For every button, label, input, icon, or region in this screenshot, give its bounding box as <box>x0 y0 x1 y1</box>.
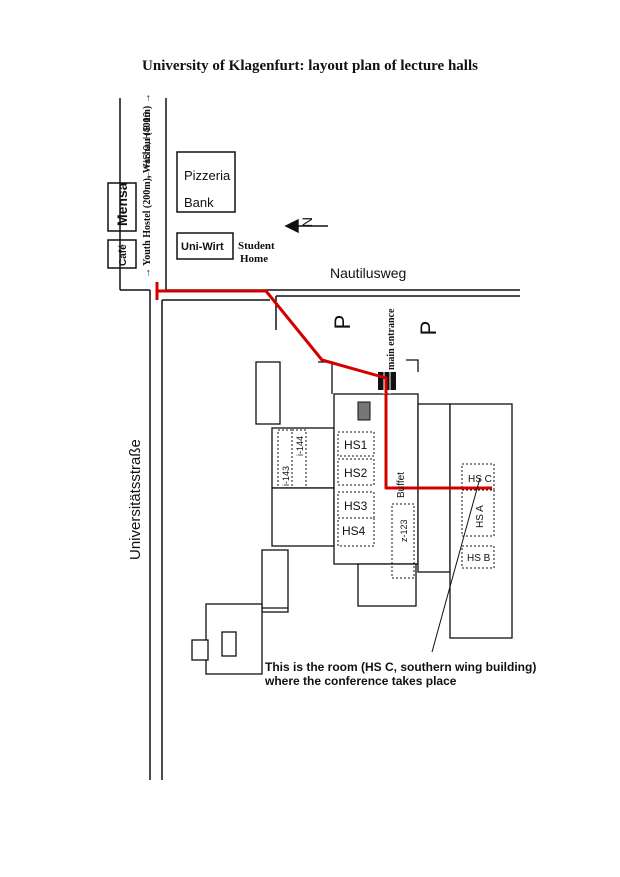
cafe-label: Café <box>118 244 129 266</box>
room-hs4 <box>337 517 375 547</box>
hs1-label: HS1 <box>344 438 368 452</box>
city-buildings <box>107 151 236 269</box>
central-building <box>333 393 419 565</box>
campus-buildings <box>191 361 513 675</box>
stairs-block <box>357 401 371 421</box>
building <box>357 563 417 607</box>
outline <box>406 359 419 372</box>
hsc-label: HS C <box>468 474 492 485</box>
room-hsb <box>461 545 495 569</box>
pointer-line <box>431 477 481 653</box>
z123-label: z-123 <box>399 519 409 542</box>
youth-hostel-label: → Youth Hostel (200m), Wachau (400m) → <box>142 93 153 278</box>
mensa-building <box>107 182 137 232</box>
building-annex <box>221 631 237 657</box>
hs3-label: HS3 <box>344 499 368 513</box>
i143-label: i-143 <box>281 466 291 486</box>
pizzeria-bank-building <box>176 151 236 213</box>
building-annex <box>191 639 209 661</box>
main-entrance-label: main entrance <box>386 308 397 370</box>
universitaetsstrasse-label: Universitätsstraße <box>127 439 144 560</box>
hsb-label: HS B <box>467 553 491 564</box>
note-line-1: This is the room (HS C, southern wing bu… <box>265 660 537 674</box>
southern-wing-building <box>449 403 513 639</box>
parking-label: P <box>330 315 355 330</box>
map-title: University of Klagenfurt: layout plan of… <box>142 58 478 74</box>
route-line <box>157 289 492 490</box>
note-line-2: where the conference takes place <box>265 674 457 688</box>
cafe-building <box>107 239 137 269</box>
i144-label: i-144 <box>295 436 305 456</box>
outline <box>318 361 333 394</box>
hsa-label: HS A <box>475 505 486 528</box>
home-label: Home <box>240 253 268 265</box>
building <box>255 361 281 425</box>
streets <box>119 98 520 780</box>
building <box>261 549 289 613</box>
pizzeria-label: Pizzeria <box>184 168 231 183</box>
bank-label: Bank <box>184 195 214 210</box>
hs2-label: HS2 <box>344 466 368 480</box>
north-arrow-icon <box>284 218 328 234</box>
hs4-label: HS4 <box>342 524 366 538</box>
buffet-label: Buffet <box>396 472 407 498</box>
nautilusweg-label: Nautilusweg <box>330 265 406 281</box>
parking-label: P <box>416 321 441 336</box>
uni-wirt-building <box>176 232 234 260</box>
route-path <box>155 282 492 490</box>
wing-building <box>271 487 335 547</box>
hs9-hs10-label: ← HS 9, HS 10 <box>142 111 153 180</box>
room-hs2 <box>337 458 375 486</box>
north-label: N <box>299 217 315 227</box>
student-label: Student <box>238 240 275 252</box>
conference-room-note: This is the room (HS C, southern wing bu… <box>265 660 585 688</box>
uni-wirt-label: Uni-Wirt <box>181 241 224 253</box>
mensa-label: Mensa <box>114 182 130 226</box>
room-hs1 <box>337 431 375 457</box>
room-hsa <box>461 489 495 537</box>
rooms <box>277 429 495 579</box>
north-arrow-head <box>284 218 299 234</box>
